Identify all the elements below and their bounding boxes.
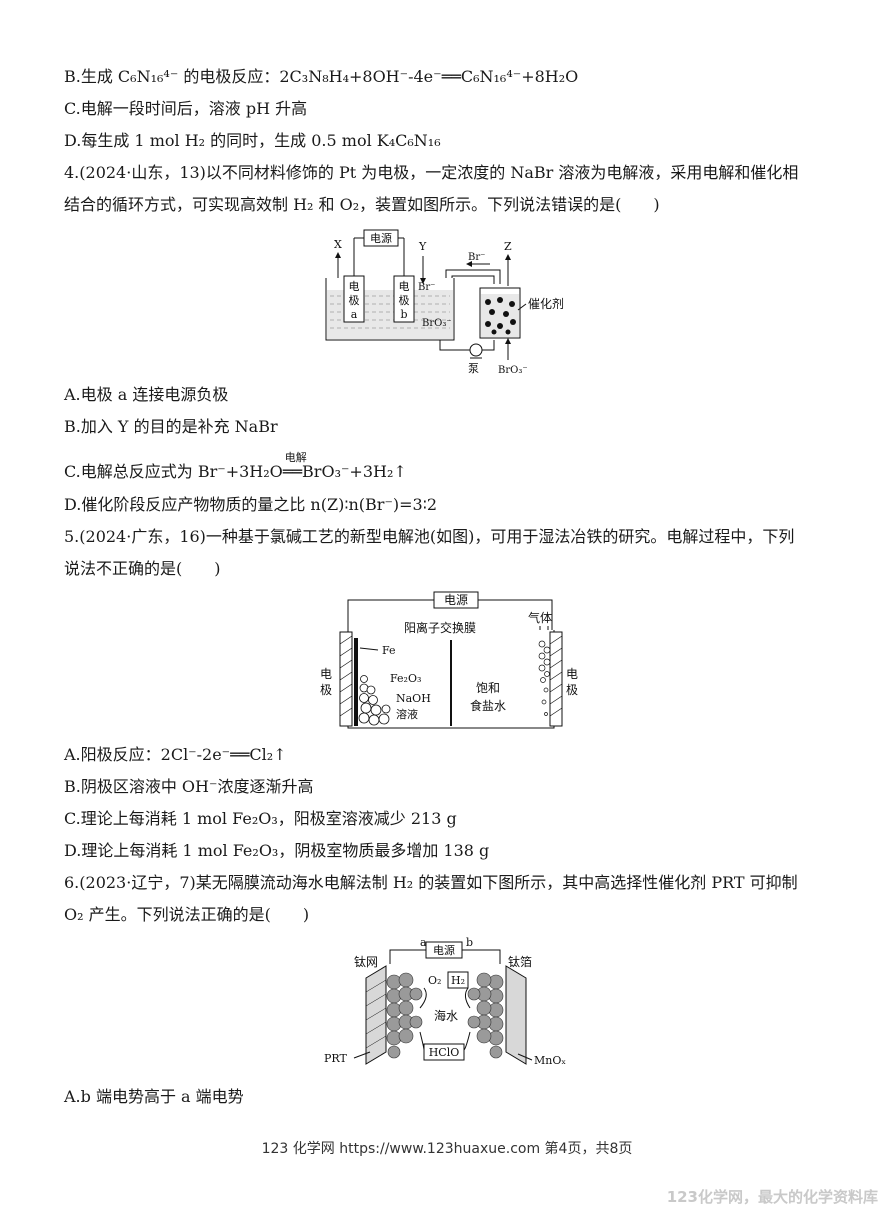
q5-option-d: D.理论上每消耗 1 mol Fe₂O₃，阴极室物质最多增加 138 g <box>64 841 490 860</box>
q4-electrode-b-char1: 电 <box>399 280 410 293</box>
q5-naoh-label-2: 溶液 <box>396 707 418 721</box>
q4-x-label: X <box>334 238 342 251</box>
watermark: 123化学网，最大的化学资料库 <box>666 1188 878 1206</box>
q6-option-a: A.b 端电势高于 a 端电势 <box>64 1087 244 1106</box>
q5-membrane-label: 阳离子交换膜 <box>404 620 476 635</box>
q4-electrode-a-char1: 电 <box>349 280 360 293</box>
page-footer: 123 化学网 https://www.123huaxue.com 第4页，共8… <box>261 1141 633 1157</box>
q4-bro3-bottom: BrO₃⁻ <box>498 365 528 376</box>
q4-br-near-b: Br⁻ <box>418 282 435 293</box>
q6-seawater-label: 海水 <box>434 1008 458 1023</box>
q5-option-a: A.阳极反应：2Cl⁻-2e⁻══Cl₂↑ <box>64 745 287 764</box>
q3-option-d: D.每生成 1 mol H₂ 的同时，生成 0.5 mol K₄C₆N₁₆ <box>64 131 441 150</box>
q6-h2-label: H₂ <box>451 974 465 987</box>
q4-electrode-b-char2: 极 <box>399 293 410 307</box>
q4-stem-line1: 4.(2024·山东，13)以不同材料修饰的 Pt 为电极，一定浓度的 NaBr… <box>64 163 799 182</box>
q4-electrode-a-char2: 极 <box>349 293 360 307</box>
q6-seawater-electrolysis-figure: 电源 a b 钛网 钛箔 O₂ H₂ <box>320 936 572 1070</box>
q6-mnox-label: MnOₓ <box>534 1054 566 1067</box>
q6-a-label: a <box>420 936 427 949</box>
q3-option-c: C.电解一段时间后，溶液 pH 升高 <box>64 99 308 118</box>
q5-left-electrode-char2: 极 <box>320 683 332 697</box>
q4-br-top: Br⁻ <box>468 252 485 263</box>
q4-option-c-arrow: 电解══ <box>283 451 307 483</box>
q5-right-electrode-char1: 电 <box>566 667 578 681</box>
q5-left-electrode-char1: 电 <box>320 667 332 681</box>
q4-electrode-b-char3: b <box>400 308 407 321</box>
q6-prt-label: PRT <box>324 1052 347 1065</box>
q6-b-label: b <box>466 936 473 949</box>
q6-hclo-label: HClO <box>429 1046 460 1059</box>
q4-bro3-inner: BrO₃⁻ <box>422 318 452 329</box>
q4-y-label: Y <box>418 240 427 253</box>
q4-catalyst-label: 催化剂 <box>528 296 564 311</box>
q5-brine-label-2: 食盐水 <box>470 698 506 713</box>
q4-option-c-pre: C.电解总反应式为 Br⁻+3H₂O <box>64 462 283 481</box>
q5-fe-label: Fe <box>382 644 396 657</box>
q5-brine-label-1: 饱和 <box>476 680 500 695</box>
q6-power-label: 电源 <box>433 943 455 957</box>
q5-naoh-label-1: NaOH <box>396 692 431 705</box>
q3-option-b: B.生成 C₆N₁₆⁴⁻ 的电极反应：2C₃N₈H₄+8OH⁻-4e⁻══C₆N… <box>64 67 579 86</box>
q4-z-label: Z <box>504 240 512 253</box>
q4-option-b: B.加入 Y 的目的是补充 NaBr <box>64 417 278 436</box>
q5-option-c: C.理论上每消耗 1 mol Fe₂O₃，阳极室溶液减少 213 g <box>64 809 457 828</box>
q5-stem-line2: 说法不正确的是( ) <box>64 559 221 578</box>
q5-power-label: 电源 <box>444 593 468 607</box>
q6-o2-label: O₂ <box>428 974 441 987</box>
q4-stem-line2: 结合的循环方式，可实现高效制 H₂ 和 O₂，装置如图所示。下列说法错误的是( … <box>64 195 660 214</box>
q5-gas-label: 气体 <box>528 610 552 625</box>
q4-option-a: A.电极 a 连接电源负极 <box>64 385 229 404</box>
q6-stem-line1: 6.(2023·辽宁，7)某无隔膜流动海水电解法制 H₂ 的装置如下图所示，其中… <box>64 873 798 892</box>
q5-electrolysis-figure: 电源 电 极 电 极 Fe 阳离子交换膜 <box>318 590 582 738</box>
q6-ti-mesh-label: 钛网 <box>354 954 378 969</box>
q4-electrolysis-figure: 电源 X Y 电 极 a 电 极 b Br⁻ BrO₃⁻ <box>322 228 582 378</box>
q5-stem-line1: 5.(2024·广东，16)一种基于氯碱工艺的新型电解池(如图)，可用于湿法冶铁… <box>64 527 795 546</box>
q4-option-d: D.催化阶段反应产物物质的量之比 n(Z)∶n(Br⁻)=3∶2 <box>64 495 438 514</box>
q4-option-c-post: BrO₃⁻+3H₂↑ <box>302 462 407 481</box>
q6-stem-line2: O₂ 产生。下列说法正确的是( ) <box>64 905 310 924</box>
q4-option-c-condition: 电解 <box>284 451 307 464</box>
q5-fe2o3-label: Fe₂O₃ <box>390 672 421 685</box>
q4-pump-label: 泵 <box>468 362 479 375</box>
q6-ti-foil-label: 钛箔 <box>508 954 532 969</box>
q4-electrode-a-char3: a <box>351 308 358 321</box>
q5-option-b: B.阴极区溶液中 OH⁻浓度逐渐升高 <box>64 777 314 796</box>
q4-power-label: 电源 <box>370 231 392 245</box>
q5-right-electrode-char2: 极 <box>566 683 578 697</box>
